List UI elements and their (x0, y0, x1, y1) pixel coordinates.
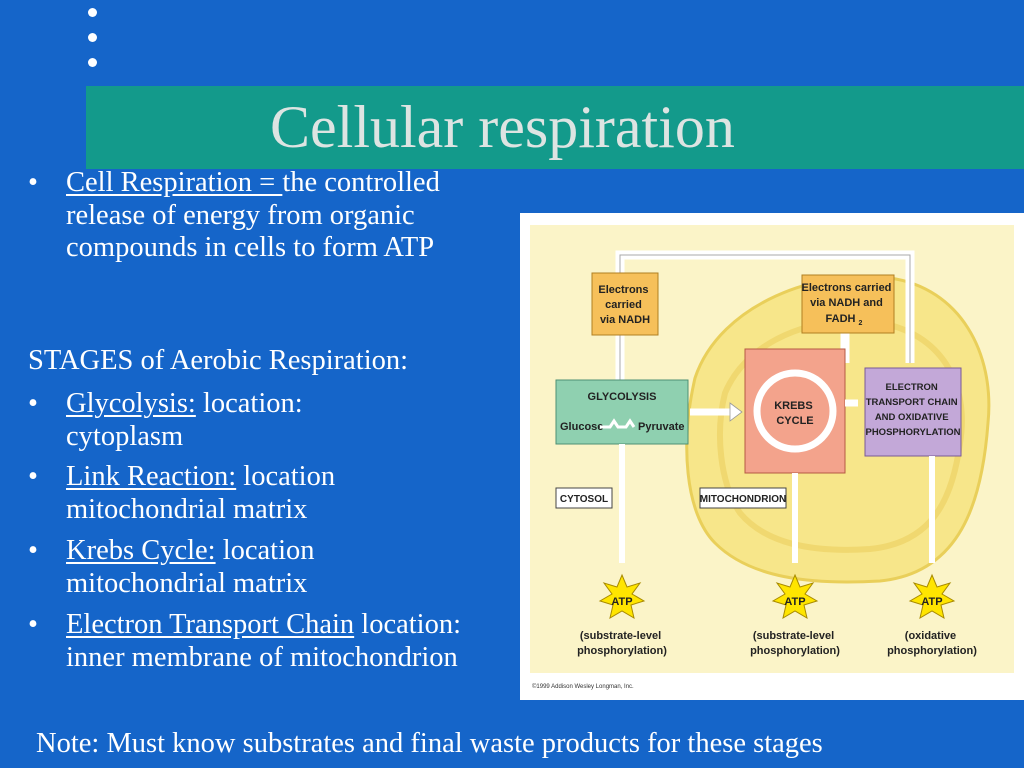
krebs-cycle-label: KREBS CYCLE (774, 400, 816, 427)
atp-caption-3: (oxidative phosphorylation) (887, 630, 977, 657)
stage-name: Electron Transport Chain (66, 609, 355, 640)
bullet: • (28, 609, 38, 640)
definition-term: Cell Respiration = (66, 167, 283, 198)
glucose-label: Glucose (560, 421, 603, 433)
atp-star-2: ATP (771, 573, 819, 620)
mitochondrion-label-box (699, 487, 787, 509)
mitochondrion-label: MITOCHONDRION (700, 494, 786, 505)
bullet: • (28, 167, 38, 198)
respiration-diagram: Electrons carried via NADH Electrons car… (520, 213, 1024, 700)
bullet: • (28, 388, 38, 419)
definition-item: Cell Respiration = the controlled releas… (66, 167, 456, 265)
atp-star-1: ATP (598, 573, 646, 620)
atp-star-3: ATP (908, 573, 956, 620)
stage-item-link-reaction: Link Reaction: location mitochondrial ma… (66, 461, 396, 526)
svg-text:ATP: ATP (611, 596, 632, 608)
electrons-nadh-label: Electrons carried via NADH (598, 284, 651, 326)
dot (88, 33, 97, 42)
krebs-cycle-ring (753, 369, 837, 453)
bullet: • (28, 535, 38, 566)
slide-title: Cellular respiration (270, 94, 735, 160)
atp-caption-1: (substrate-level phosphorylation) (577, 630, 667, 657)
stage-item-krebs-cycle: Krebs Cycle: location mitochondrial matr… (66, 535, 386, 600)
electron-transport-chain-label: ELECTRON TRANSPORT CHAIN AND OXIDATIVE P… (865, 382, 960, 438)
stages-heading: STAGES of Aerobic Respiration: (28, 345, 409, 376)
stage-location: location: cytoplasm (66, 388, 303, 452)
electrons-nadh-fadh-label: Electrons carried via NADH and FADH 2 (802, 282, 895, 327)
stage-item-glycolysis: Glycolysis: location: cytoplasm (66, 388, 386, 453)
stage-name: Glycolysis: (66, 388, 196, 419)
stage-name: Link Reaction: (66, 461, 237, 492)
bullet: • (28, 461, 38, 492)
stage-item-electron-transport-chain: Electron Transport Chain location: inner… (66, 609, 466, 674)
footer-note: Note: Must know substrates and final was… (36, 728, 823, 759)
svg-text:ATP: ATP (921, 596, 942, 608)
stage-location: location: inner membrane of mitochondrio… (66, 609, 462, 673)
svg-text:ATP: ATP (784, 596, 805, 608)
glycolysis-title: GLYCOLYSIS (588, 391, 657, 403)
stage-location: location mitochondrial matrix (66, 535, 315, 599)
cytosol-label: CYTOSOL (560, 494, 608, 505)
electrons-nadh-fadh-box (801, 274, 895, 334)
title-band (86, 86, 1024, 169)
arrow-head (729, 402, 743, 422)
copyright-notice: ©1999 Addison Wesley Longman, Inc. (532, 683, 634, 690)
glycolysis-box (555, 379, 689, 445)
pyruvate-label: Pyruvate (638, 421, 684, 433)
dot (88, 58, 97, 67)
cytosol-label-box (555, 487, 613, 509)
chevron-arrows (600, 418, 636, 429)
definition-text: the controlled release of energy from or… (66, 167, 440, 263)
atp-caption-2: (substrate-level phosphorylation) (750, 630, 840, 657)
decorative-dots (86, 8, 100, 83)
electrons-nadh-box (591, 272, 659, 336)
stage-location: location mitochondrial matrix (66, 461, 336, 525)
dot (88, 8, 97, 17)
electron-transport-chain-box (864, 367, 962, 457)
stage-name: Krebs Cycle: (66, 535, 216, 566)
